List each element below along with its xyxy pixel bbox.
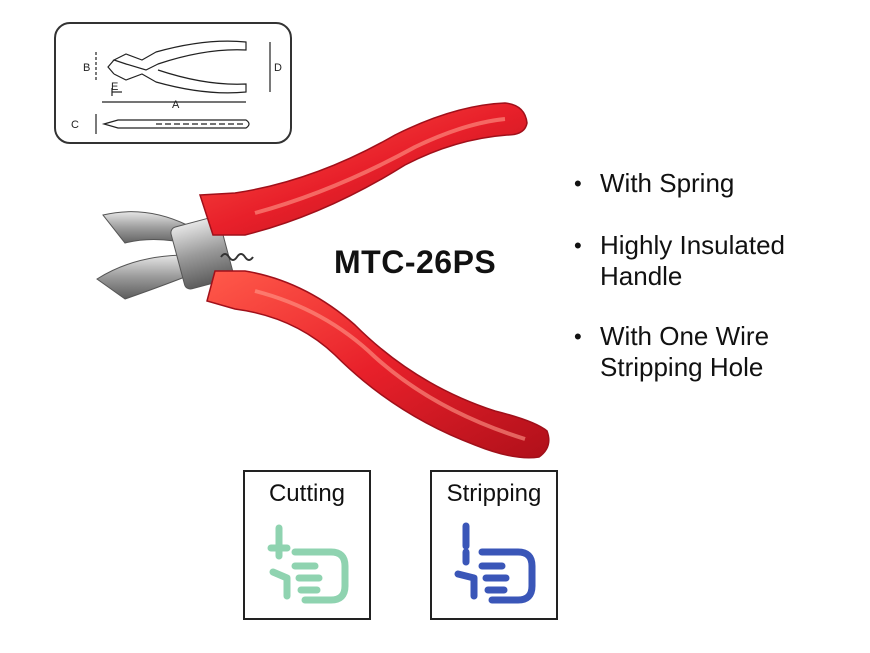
bullet-icon: • bbox=[574, 324, 582, 349]
model-number: MTC-26PS bbox=[334, 244, 497, 280]
bullet-icon: • bbox=[574, 233, 582, 258]
stripping-hand-icon bbox=[454, 522, 536, 604]
bullet-icon: • bbox=[574, 171, 582, 196]
feature-item: • With One Wire Stripping Hole bbox=[574, 321, 830, 383]
cutting-hand-icon bbox=[267, 524, 349, 604]
feature-item: • Highly Insulated Handle bbox=[574, 230, 840, 292]
usage-stripping-box: Stripping bbox=[430, 470, 558, 620]
dim-label-d: D bbox=[274, 62, 282, 74]
pliers-image bbox=[96, 102, 550, 459]
lower-handle bbox=[206, 270, 550, 459]
spring bbox=[220, 253, 254, 261]
feature-text: With One Wire Stripping Hole bbox=[600, 321, 770, 382]
feature-text: Highly Insulated Handle bbox=[600, 230, 785, 291]
dimension-diagram: B D E A C bbox=[54, 22, 292, 144]
dim-label-a: A bbox=[172, 99, 180, 111]
feature-text: With Spring bbox=[600, 168, 735, 198]
dim-label-e: E bbox=[111, 81, 118, 93]
feature-item: • With Spring bbox=[574, 168, 734, 199]
usage-label-cutting: Cutting bbox=[268, 480, 346, 507]
pliers-outline-drawing: B D E A C bbox=[71, 40, 282, 134]
dim-label-c: C bbox=[71, 119, 79, 131]
usage-label-stripping: Stripping bbox=[446, 480, 542, 507]
usage-cutting-box: Cutting bbox=[243, 470, 371, 620]
dim-label-b: B bbox=[83, 62, 90, 74]
